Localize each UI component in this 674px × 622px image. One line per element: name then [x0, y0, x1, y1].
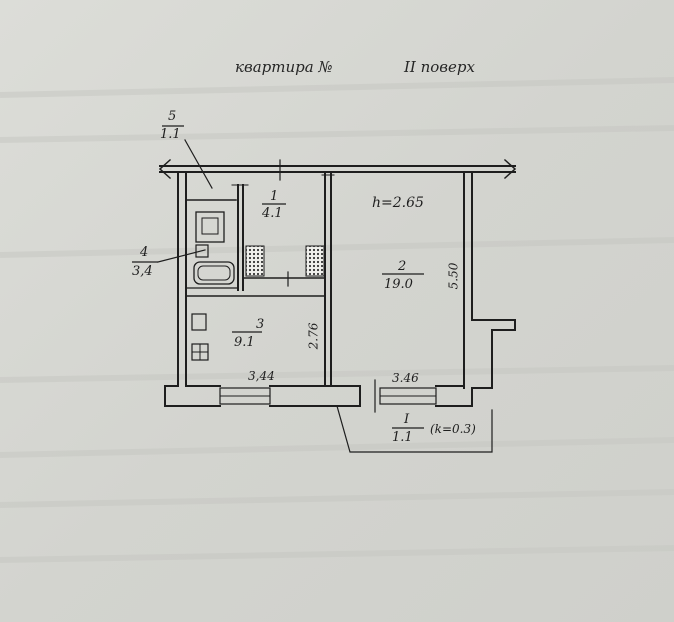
leader-room-5	[184, 139, 213, 189]
room-2-area: 19.0	[384, 277, 413, 292]
vent-shaft-left	[245, 245, 265, 277]
room-4-number: 4	[140, 245, 149, 260]
dimension-room-3-depth: 2.76	[306, 322, 321, 350]
washbasin-fixture	[195, 244, 209, 258]
dimension-room-2-width: 3.46	[392, 371, 419, 385]
vent-shaft-right	[305, 245, 325, 277]
floor-label: II поверх	[404, 58, 475, 76]
bottom-wall	[164, 379, 473, 413]
leader-room-4	[157, 249, 206, 263]
toilet-fixture	[195, 211, 225, 243]
room-3-area: 9.1	[234, 335, 255, 350]
ceiling-height: h=2.65	[372, 195, 424, 211]
room-1-area: 4.1	[262, 206, 283, 221]
balcony-coefficient: (k=0.3)	[430, 422, 476, 436]
balcony-wall	[336, 319, 516, 453]
bathtub-fixture	[193, 261, 235, 285]
room-1-number: 1	[270, 189, 279, 204]
apartment-label: квартира №	[235, 58, 333, 76]
room-5-area: 1.1	[160, 127, 181, 142]
stove-fixture	[191, 343, 209, 361]
dimension-room-3-width: 3,44	[248, 369, 275, 383]
room-3-number: 3	[256, 317, 265, 332]
room-4-area: 3,4	[132, 264, 153, 279]
balcony-number: I	[404, 412, 410, 427]
right-wall	[463, 171, 473, 389]
bathroom-walls	[185, 184, 326, 297]
dimension-room-2-depth: 5.50	[446, 262, 461, 290]
kitchen-sink-fixture	[191, 313, 207, 331]
room-2-number: 2	[398, 259, 407, 274]
central-partition	[321, 171, 335, 387]
top-wall	[158, 158, 517, 181]
room-5-number: 5	[168, 109, 177, 124]
balcony-area: 1.1	[392, 430, 413, 445]
left-wall	[177, 171, 187, 387]
